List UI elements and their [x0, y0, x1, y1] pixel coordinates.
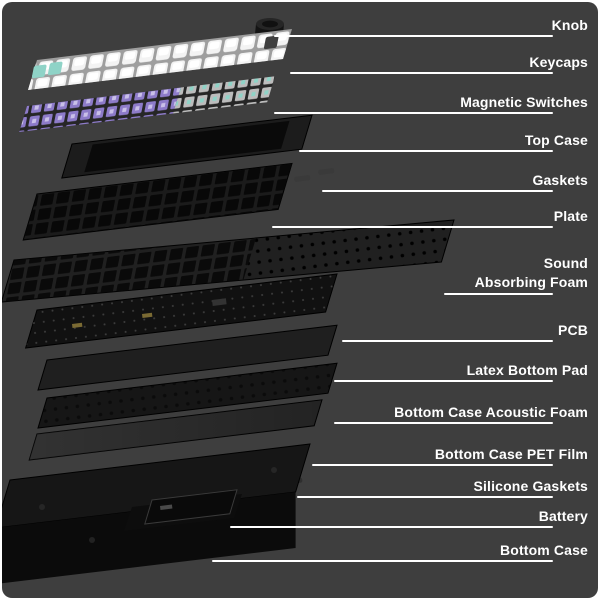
latex-bottom-pad-layer [37, 324, 338, 391]
plate-layer [22, 162, 293, 241]
battery-graphic [144, 489, 238, 525]
leader-line-battery [230, 526, 553, 528]
label-keycaps: Keycaps [529, 54, 588, 70]
leader-line-knob [274, 35, 553, 37]
label-sound-absorbing-foam: Sound Absorbing Foam [474, 255, 588, 290]
pcb-layer [24, 273, 338, 349]
label-latex-bottom-pad: Latex Bottom Pad [466, 362, 588, 378]
bottom-case-pet-film-layer [28, 399, 323, 461]
leader-line-magnetic-switches [274, 112, 553, 114]
bottom-case-acoustic-foam-layer [37, 362, 338, 429]
leader-line-plate [272, 226, 553, 228]
label-bottom-case: Bottom Case [500, 542, 588, 558]
label-plate: Plate [553, 208, 588, 224]
leader-line-bottom-case [212, 560, 553, 562]
leader-line-keycaps [290, 72, 553, 74]
label-bottom-case-pet-film: Bottom Case PET Film [434, 446, 588, 462]
label-top-case: Top Case [524, 132, 588, 148]
label-pcb: PCB [557, 322, 588, 338]
label-battery: Battery [538, 508, 588, 524]
top-case-layer [61, 114, 313, 179]
leader-line-top-case [299, 150, 553, 152]
leader-line-latex-bottom-pad [334, 380, 553, 382]
label-magnetic-switches: Magnetic Switches [460, 94, 588, 110]
leader-line-gaskets [322, 190, 553, 192]
label-knob: Knob [551, 17, 588, 33]
label-silicone-gaskets: Silicone Gaskets [473, 478, 588, 494]
leader-line-bottom-case-acoustic-foam [334, 422, 553, 424]
magnetic-switches-layer [19, 76, 276, 132]
leader-line-silicone-gaskets [297, 496, 553, 498]
label-gaskets: Gaskets [532, 172, 588, 188]
keycaps-layer [28, 29, 292, 90]
leader-line-sound-absorbing-foam [444, 293, 553, 295]
label-bottom-case-acoustic-foam: Bottom Case Acoustic Foam [394, 404, 588, 420]
leader-line-pcb [342, 340, 553, 342]
leader-line-bottom-case-pet-film [312, 464, 553, 466]
sound-absorbing-foam-layer [2, 219, 455, 303]
